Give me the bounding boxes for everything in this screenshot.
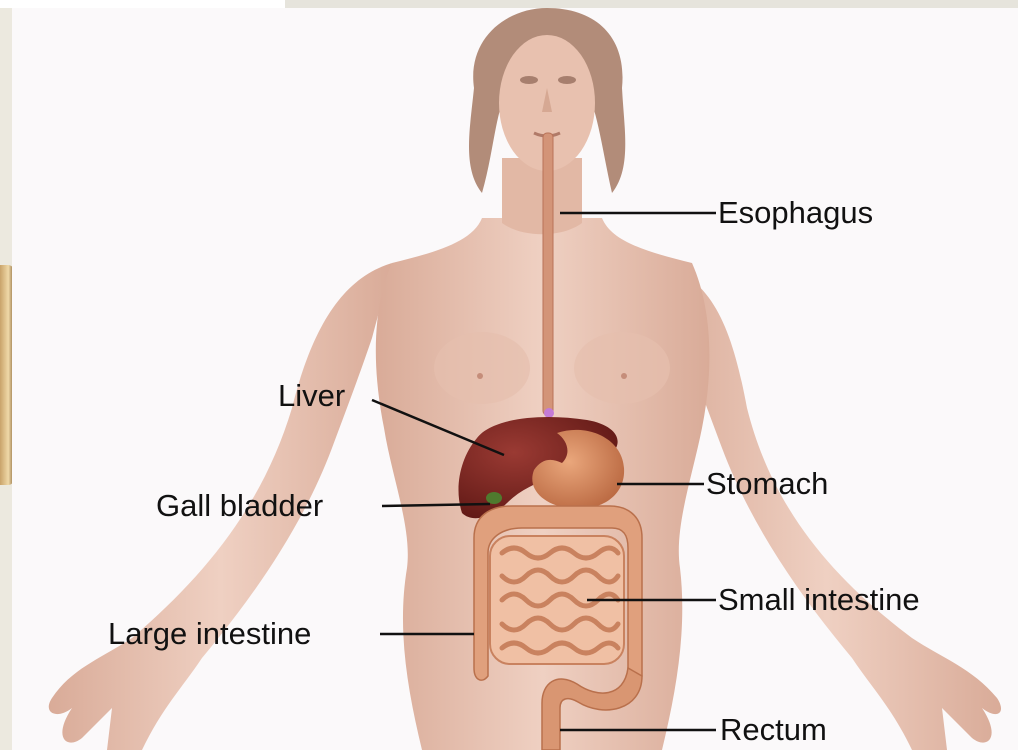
esophagus-label: Esophagus [718,195,873,230]
gall-bladder-label: Gall bladder [156,488,323,523]
top-edge-strip [0,0,285,8]
liver-label: Liver [278,378,345,413]
rectum-label: Rectum [720,712,827,747]
chest-shading-left [434,332,530,404]
small-intestine-label: Small intestine [718,582,920,617]
diagram-canvas: Esophagus Liver Stomach Gall bladder Sma… [12,8,1018,750]
digestive-system-diagram: Esophagus Liver Stomach Gall bladder Sma… [12,8,1018,750]
large-intestine-label: Large intestine [108,616,311,651]
top-edge-strip-right [285,0,1018,8]
chest-shading-right [574,332,670,404]
esophagus-organ [543,133,553,415]
gall-bladder-organ [486,492,502,504]
stomach-label: Stomach [706,466,828,501]
